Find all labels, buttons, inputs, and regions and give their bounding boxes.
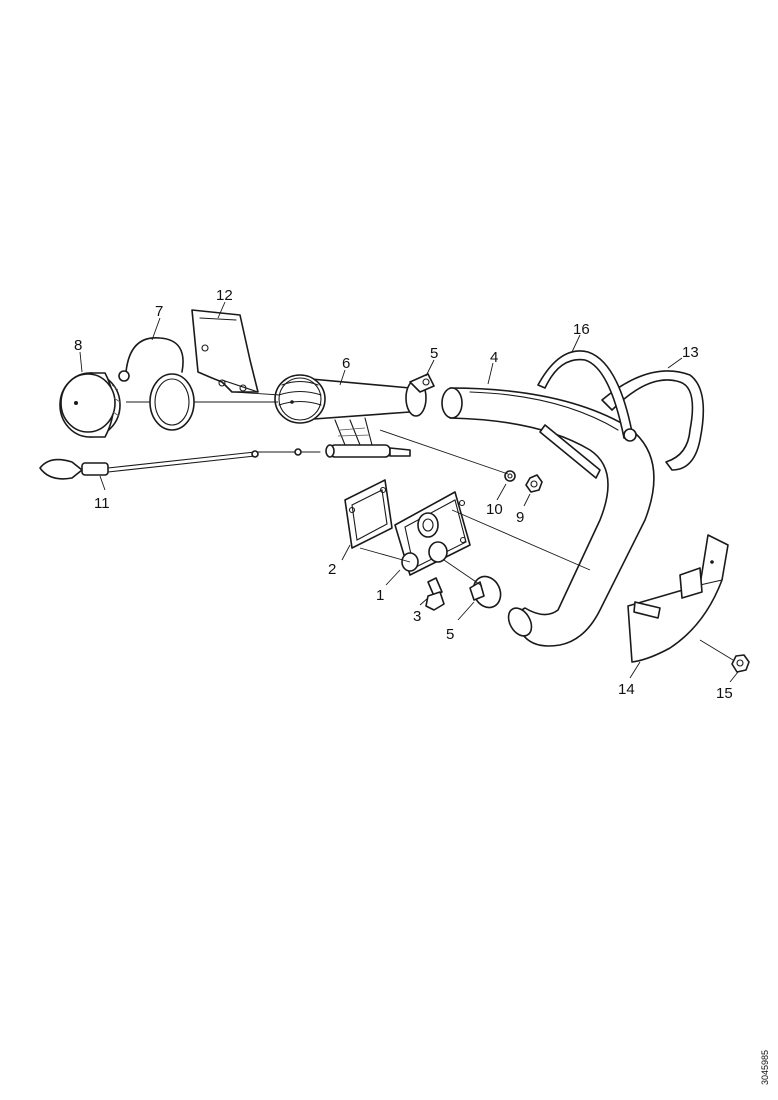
label-12: 12: [216, 287, 233, 304]
label-6: 6: [342, 355, 350, 372]
assembly-lines: [79, 301, 739, 683]
part-3-bolt: [425, 577, 445, 611]
part-16-strap-band: [537, 350, 637, 479]
part-7-retaining-strap: [118, 337, 195, 431]
label-1: 1: [376, 587, 384, 604]
part-11-release-cable: [39, 448, 321, 480]
part-2-gasket: [344, 479, 393, 549]
part-15-nut: [731, 654, 750, 673]
label-15: 15: [716, 685, 733, 702]
figure-reference-code: 3045985: [760, 1050, 770, 1085]
part-9-nut: [525, 474, 543, 493]
label-14: 14: [618, 681, 635, 698]
label-9: 9: [516, 509, 524, 526]
label-13: 13: [682, 344, 699, 361]
label-5-upper: 5: [430, 345, 438, 362]
part-8-filler-cap: [59, 372, 121, 438]
part-13-vent-hose: [601, 370, 705, 471]
part-14-splash-guard: [627, 534, 729, 663]
part-10-washer: [504, 470, 516, 482]
label-10: 10: [486, 501, 503, 518]
label-7: 7: [155, 303, 163, 320]
label-16: 16: [573, 321, 590, 338]
label-11: 11: [94, 495, 110, 512]
label-2: 2: [328, 561, 336, 578]
part-6-reservoir: [274, 374, 411, 458]
label-8: 8: [74, 337, 82, 354]
part-5-hose-clamp-lower: [469, 575, 502, 609]
label-5-lower: 5: [446, 626, 454, 643]
label-4: 4: [490, 349, 498, 366]
part-12-mounting-bracket: [191, 309, 259, 393]
callout-labels: 8 7 12 6 5 4 16 13 11 10 9 2 1 3 5 14 15: [74, 287, 733, 702]
part-5-hose-clamp-upper: [405, 373, 435, 417]
part-4-filler-hose: [441, 387, 655, 647]
part-1-filler-neck-housing: [394, 491, 471, 576]
label-3: 3: [413, 608, 421, 625]
